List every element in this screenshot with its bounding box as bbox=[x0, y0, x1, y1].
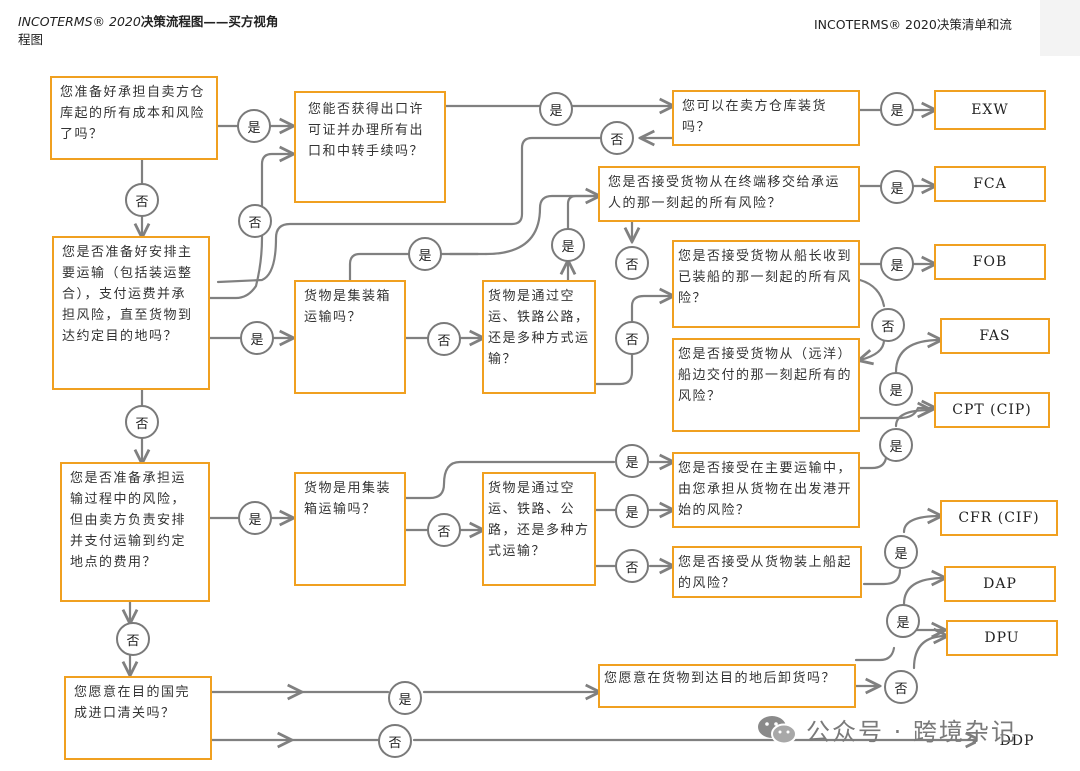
box-seller-transport: 您是否准备承担运输过程中的风险，但由卖方负责安排并支付运输到约定地点的费用？ bbox=[60, 462, 210, 602]
conn-onboard-yes-2 bbox=[902, 516, 940, 534]
circle-yes: 是 bbox=[880, 247, 914, 281]
conn-container-yes-3 bbox=[484, 194, 600, 256]
term-ddp: DDP bbox=[976, 726, 1058, 756]
circle-yes: 是 bbox=[237, 109, 271, 143]
box-container-2: 货物是用集装箱运输吗？ bbox=[294, 472, 406, 586]
box-main-risk-port: 您是否接受在主要运输中，由您承担从货物在出发港开始的风险？ bbox=[672, 452, 860, 528]
side-panel-edge bbox=[1040, 0, 1080, 56]
box-load-warehouse: 您可以在卖方仓库装货吗？ bbox=[672, 90, 860, 146]
box-export-license: 您能否获得出口许可证并办理所有出口和中转手续吗？ bbox=[294, 91, 446, 203]
circle-no: 否 bbox=[125, 405, 159, 439]
box-unload: 您愿意在货物到达目的地后卸货吗？ bbox=[598, 664, 856, 708]
box-cost-risk: 您准备好承担自卖方仓库起的所有成本和风险了吗？ bbox=[50, 76, 218, 160]
circle-no: 否 bbox=[615, 549, 649, 583]
term-dap: DAP bbox=[944, 566, 1056, 602]
circle-yes: 是 bbox=[388, 681, 422, 715]
box-onboard-risk: 您是否接受从货物装上船起的风险？ bbox=[672, 546, 862, 598]
conn-alongside-yes bbox=[894, 340, 940, 374]
circle-no: 否 bbox=[116, 622, 150, 656]
circle-yes: 是 bbox=[408, 237, 442, 271]
circle-yes: 是 bbox=[551, 228, 585, 262]
box-terminal-risk: 您是否接受货物从在终端移交给承运人的那一刻起的所有风险？ bbox=[598, 166, 860, 222]
box-alongside: 您是否接受货物从（远洋）船边交付的那一刻起所有的风险？ bbox=[672, 338, 860, 432]
conn-main-risk-yes-2 bbox=[894, 410, 930, 428]
term-fca: FCA bbox=[934, 166, 1046, 202]
circle-yes: 是 bbox=[880, 92, 914, 126]
conn-main-risk-yes bbox=[858, 456, 888, 470]
watermark: 公众号 · 跨境杂记 bbox=[756, 712, 1017, 747]
term-fas: FAS bbox=[940, 318, 1050, 354]
wechat-icon bbox=[756, 713, 798, 747]
circle-no: 否 bbox=[600, 121, 634, 155]
box-mode-2: 货物是通过空运、铁路、公路，还是多种方式运输？ bbox=[482, 472, 596, 586]
circle-yes: 是 bbox=[615, 494, 649, 528]
conn-onboard-yes bbox=[862, 568, 902, 586]
circle-no: 否 bbox=[238, 204, 272, 238]
title-brand: INCOTERMS® 2020 bbox=[18, 14, 141, 29]
title-continuation: 程图 bbox=[18, 32, 44, 47]
term-fob: FOB bbox=[934, 244, 1046, 280]
circle-no: 否 bbox=[615, 321, 649, 355]
circle-yes: 是 bbox=[240, 321, 274, 355]
conn-warehouse-no-down bbox=[216, 136, 602, 284]
circle-yes: 是 bbox=[884, 535, 918, 569]
circle-yes: 是 bbox=[879, 372, 913, 406]
circle-yes: 是 bbox=[238, 501, 272, 535]
circle-yes: 是 bbox=[615, 444, 649, 478]
header-right-title: INCOTERMS® 2020决策清单和流 bbox=[814, 17, 1012, 32]
term-cpt-cip: CPT (CIP) bbox=[934, 392, 1050, 428]
title-rest: 决策流程图——买方视角 bbox=[140, 14, 279, 29]
circle-yes: 是 bbox=[880, 170, 914, 204]
watermark-text: 公众号 · 跨境杂记 bbox=[806, 718, 1017, 746]
conn-container2-yes bbox=[404, 460, 616, 500]
circle-no: 否 bbox=[871, 308, 905, 342]
box-import-clear: 您愿意在目的国完成进口清关吗？ bbox=[64, 676, 212, 760]
box-main-transport: 您是否准备好安排主要运输（包括装运整合），支付运费并承担风险，直至货物到达约定目… bbox=[52, 236, 210, 390]
box-mode-1: 货物是通过空运、铁路公路，还是多种方式运输？ bbox=[482, 280, 596, 394]
circle-no: 否 bbox=[378, 724, 412, 758]
conn-ship-no bbox=[858, 278, 886, 308]
conn-mode1-up bbox=[566, 196, 598, 232]
circle-no: 否 bbox=[615, 246, 649, 280]
conn-unload-yes bbox=[854, 646, 896, 662]
circle-yes: 是 bbox=[539, 92, 573, 126]
box-container: 货物是集装箱运输吗？ bbox=[294, 280, 406, 394]
conn-ship-no-2 bbox=[860, 338, 886, 360]
circle-no: 否 bbox=[884, 670, 918, 704]
circle-yes: 是 bbox=[879, 428, 913, 462]
page-title: INCOTERMS® 2020决策流程图——买方视角 程图 bbox=[18, 13, 288, 49]
conn-unload-no-2 bbox=[912, 636, 946, 670]
circle-no: 否 bbox=[427, 513, 461, 547]
box-ship-rail: 您是否接受货物从船长收到已装船的那一刻起的所有风险？ bbox=[672, 240, 860, 328]
circle-no: 否 bbox=[125, 183, 159, 217]
conn-unload-yes-2 bbox=[902, 578, 944, 606]
term-exw: EXW bbox=[934, 90, 1046, 130]
conn-export-no bbox=[208, 154, 292, 300]
circle-yes: 是 bbox=[886, 604, 920, 638]
term-dpu: DPU bbox=[946, 620, 1058, 656]
circle-no: 否 bbox=[427, 322, 461, 356]
conn-container-yes bbox=[348, 252, 480, 282]
term-cfr-cif: CFR (CIF) bbox=[940, 500, 1058, 536]
